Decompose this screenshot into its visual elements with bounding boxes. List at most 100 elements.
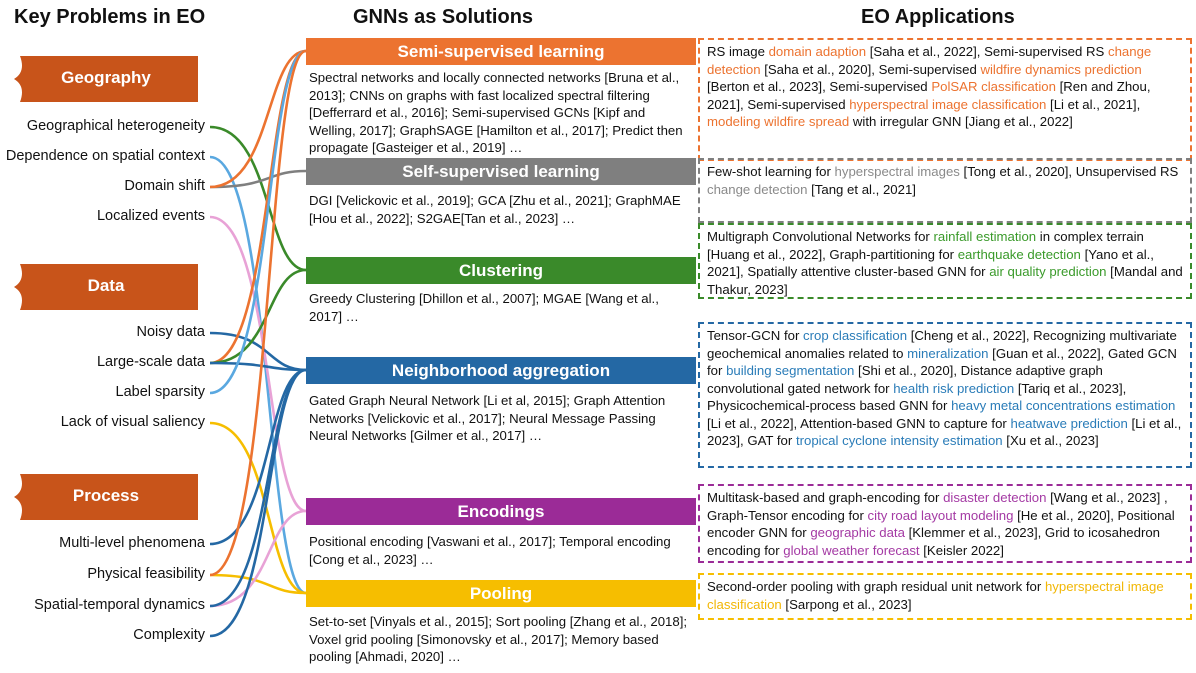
problem-method-link xyxy=(209,368,307,638)
application-keyword: change detection xyxy=(707,44,1152,77)
application-text: [Li et al., 2022], Attention-based GNN t… xyxy=(707,415,1011,431)
application-keyword: hyperspectral image classification xyxy=(707,579,1164,612)
application-text: in complex terrain [Huang et al., 2022],… xyxy=(707,229,1144,262)
application-keyword: PolSAR classification xyxy=(931,79,1056,94)
method-clustering: Clustering xyxy=(306,257,696,284)
problem-spatial-context: Dependence on spatial context xyxy=(5,148,205,164)
category-data: Data xyxy=(14,264,198,310)
method-self-supervised: Self-supervised learning xyxy=(306,158,696,185)
application-text: Few-shot learning for xyxy=(707,164,835,179)
problem-method-link xyxy=(209,361,307,372)
method-neighborhood-aggregation-text: Gated Graph Neural Network [Li et al, 20… xyxy=(309,393,666,443)
application-text: Second-order pooling with graph residual… xyxy=(707,579,1045,594)
method-pooling: Pooling xyxy=(306,580,696,607)
problem-method-link xyxy=(209,169,307,189)
application-keyword: crop classification xyxy=(803,328,908,343)
application-keyword: heatwave prediction xyxy=(1010,415,1128,431)
problem-physical-feasibility: Physical feasibility xyxy=(87,566,205,582)
problem-geographical-heterogeneity: Geographical heterogeneity xyxy=(26,118,205,134)
application-text: [Xu et al., 2023] xyxy=(1002,433,1099,448)
application-text: [Yano et al., 2021], Spatially attentive… xyxy=(707,246,1154,280)
application-keyword: change detection xyxy=(707,181,808,197)
application-text: with irregular GNN [Jiang et al., 2022] xyxy=(849,114,1073,129)
application-keyword: health risk prediction xyxy=(893,380,1015,396)
application-text: [Tong et al., 2020], Unsupervised RS xyxy=(959,164,1179,179)
problem-method-link xyxy=(209,215,307,513)
application-keyword: earthquake detection xyxy=(957,246,1081,262)
category-banner-shape xyxy=(14,264,198,310)
problem-method-link xyxy=(209,49,307,577)
problem-spatial-temporal: Spatial-temporal dynamics xyxy=(34,597,205,613)
application-text: [Klemmer et al., 2023], Grid to icosahed… xyxy=(707,525,1161,558)
problem-method-link xyxy=(209,368,307,546)
method-semi-supervised: Semi-supervised learning xyxy=(306,38,696,65)
application-keyword: global weather forecast xyxy=(783,542,920,558)
application-text: [Ren and Zhou, 2021], Semi-supervised xyxy=(707,79,1151,112)
problem-visual-saliency: Lack of visual saliency xyxy=(60,414,205,430)
application-box-self-supervised: Few-shot learning for hyperspectral imag… xyxy=(698,158,1192,223)
application-keyword: domain adaption xyxy=(768,44,867,59)
application-text: [Tariq et al., 2023], Physicochemical-pr… xyxy=(707,380,1127,414)
application-box-clustering: Multigraph Convolutional Networks for ra… xyxy=(698,223,1192,299)
category-banner-shape xyxy=(14,474,198,520)
application-text: [Saha et al., 2022], Semi-supervised RS xyxy=(866,44,1108,59)
application-box-neighborhood-aggregation: Tensor-GCN for crop classification [Chen… xyxy=(698,322,1192,468)
category-banner-shape xyxy=(14,56,198,102)
application-keyword: rainfall estimation xyxy=(933,229,1037,244)
category-label: Geography xyxy=(61,68,151,87)
application-text: Multigraph Convolutional Networks for xyxy=(707,229,934,244)
problem-noisy-data: Noisy data xyxy=(136,324,205,340)
application-text: [Cheng et al., 2022], Recognizing multiv… xyxy=(707,328,1177,361)
category-geography: Geography xyxy=(14,56,198,102)
application-box-pooling: Second-order pooling with graph residual… xyxy=(698,573,1192,620)
method-semi-supervised-text: Spectral networks and locally connected … xyxy=(309,70,683,155)
application-text: [Sarpong et al., 2023] xyxy=(781,596,912,612)
application-text: [Li et al., 2021], xyxy=(1046,96,1141,112)
problem-method-link xyxy=(209,49,307,189)
application-keyword: air quality prediction xyxy=(989,264,1107,279)
problem-large-scale-data: Large-scale data xyxy=(96,354,205,370)
category-label: Process xyxy=(72,486,140,505)
eo-applications-title: EO Applications xyxy=(861,6,1015,28)
application-keyword: wildfire dynamics prediction xyxy=(980,61,1142,77)
gnn-solutions-title: GNNs as Solutions xyxy=(353,6,534,28)
problem-method-link xyxy=(209,509,307,608)
problem-method-link xyxy=(209,125,307,272)
application-keyword: city road layout modeling xyxy=(867,507,1014,523)
application-keyword: mineralization xyxy=(907,345,989,361)
application-box-semi-supervised: RS image domain adaption [Saha et al., 2… xyxy=(698,38,1192,161)
application-keyword: hyperspectral image classification xyxy=(849,96,1047,112)
application-keyword: geographic data xyxy=(810,525,905,540)
problem-method-link xyxy=(209,573,307,595)
method-neighborhood-aggregation: Neighborhood aggregation xyxy=(306,357,696,384)
application-box-encodings: Multitask-based and graph-encoding for d… xyxy=(698,484,1192,563)
application-keyword: tropical cyclone intensity estimation xyxy=(795,433,1003,448)
problem-complexity: Complexity xyxy=(133,627,205,643)
application-text: [Saha et al., 2020], Semi-supervised xyxy=(760,61,981,77)
method-clustering-text: Greedy Clustering [Dhillon et al., 2007]… xyxy=(309,291,659,324)
method-pooling-text: Set-to-set [Vinyals et al., 2015]; Sort … xyxy=(309,614,688,664)
problem-multi-level: Multi-level phenomena xyxy=(59,535,205,551)
application-text: [Keisler 2022] xyxy=(919,542,1004,558)
application-keyword: hyperspectral images xyxy=(834,164,960,179)
application-keyword: modeling wildfire spread xyxy=(707,114,850,129)
key-problems-title: Key Problems in EO xyxy=(14,6,206,28)
problem-domain-shift: Domain shift xyxy=(124,178,205,194)
application-text: [Berton et al., 2023], Semi-supervised xyxy=(707,79,932,94)
application-text: [Guan et al., 2022], Gated GCN for xyxy=(707,345,1177,379)
application-text: [He et al., 2020], Positional encoder GN… xyxy=(707,507,1175,541)
method-encodings: Encodings xyxy=(306,498,696,525)
method-encodings-text: Positional encoding [Vaswani et al., 201… xyxy=(309,534,671,567)
application-text: [Tang et al., 2021] xyxy=(807,181,916,197)
application-keyword: building segmentation xyxy=(726,363,855,378)
category-label: Data xyxy=(87,276,125,295)
method-self-supervised-text: DGI [Velickovic et al., 2019]; GCA [Zhu … xyxy=(309,193,681,226)
application-keyword: disaster detection xyxy=(943,490,1047,505)
application-text: [Wang et al., 2023] , Graph-Tensor encod… xyxy=(707,490,1168,523)
application-text: [Mandal and Thakur, 2023] xyxy=(707,264,1183,297)
application-text: Tensor-GCN for xyxy=(707,328,803,343)
application-keyword: heavy metal concentrations estimation xyxy=(951,398,1176,413)
problem-localized-events: Localized events xyxy=(96,208,205,224)
problem-method-link xyxy=(209,49,307,395)
